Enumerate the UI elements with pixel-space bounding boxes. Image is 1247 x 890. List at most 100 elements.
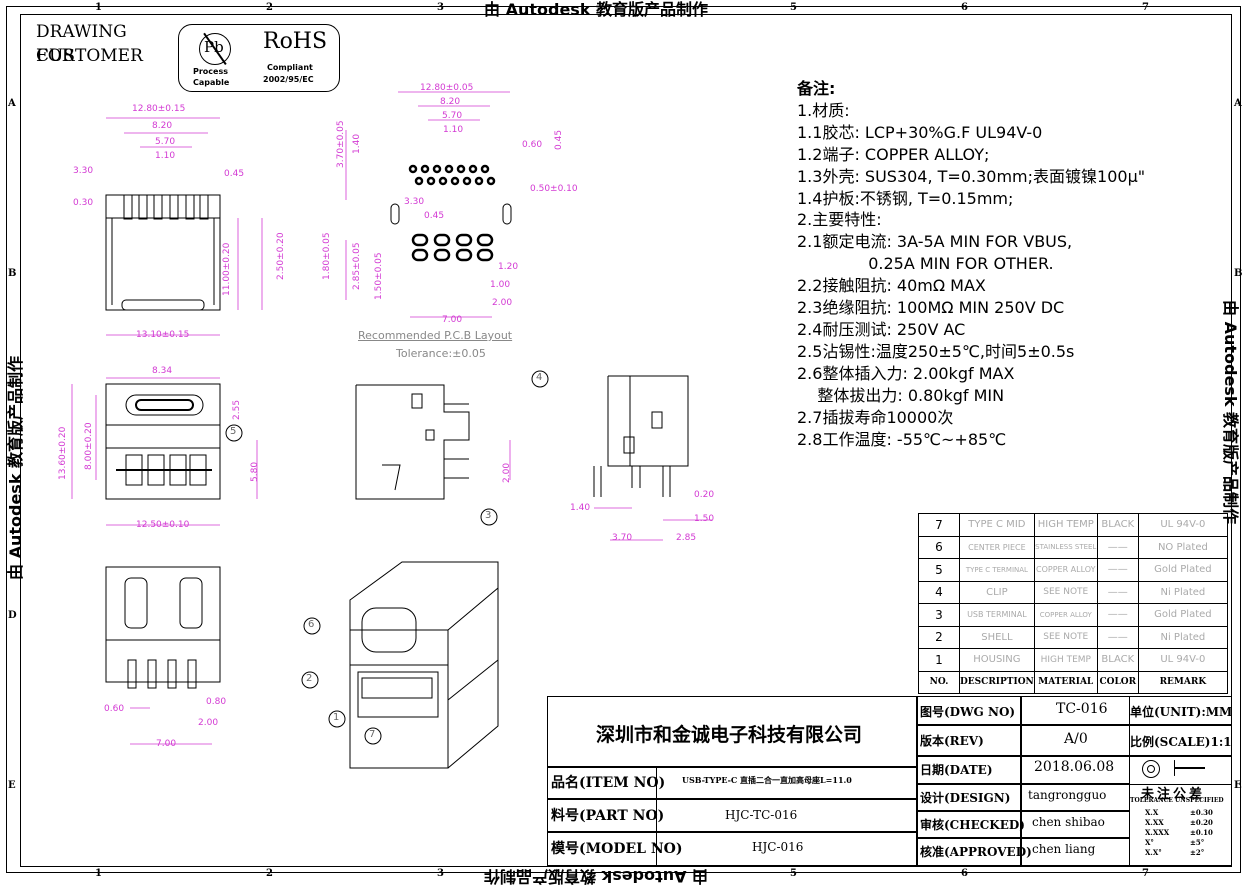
- bom-table: 7 TYPE C MID HIGH TEMP BLACK UL 94V-0 6 …: [918, 513, 1229, 694]
- tol-key: X.XXX: [1145, 828, 1170, 837]
- dim-pcb-5: 0.60: [522, 140, 543, 150]
- approved-label: 核准(APPROVED): [920, 845, 1032, 859]
- zone-number-1-bottom: 1: [95, 868, 102, 879]
- dim-pcb-12: 1.80±0.05: [322, 232, 332, 280]
- bom-color: BLACK: [1096, 513, 1139, 537]
- dim-pcb-16: 1.00: [490, 280, 511, 290]
- tol-val: ±5°: [1190, 838, 1205, 847]
- dim-top-4: 1.10: [155, 151, 176, 161]
- note-line: 1.材质:: [797, 100, 850, 120]
- dim-pcb-17: 2.00: [492, 298, 513, 308]
- bom-remark: Ni Plated: [1137, 625, 1229, 649]
- zone-number-3: 3: [437, 2, 444, 13]
- note-line: 1.4护板:不锈钢, T=0.15mm;: [797, 188, 1014, 208]
- rev-value: A/0: [1064, 731, 1088, 747]
- bom-desc: CENTER PIECE: [959, 535, 1035, 559]
- bom-row: 2 SHELL SEE NOTE —— Ni Plated: [918, 625, 1229, 649]
- dim-top-9: 2.50±0.20: [276, 232, 286, 280]
- zone-letter-b: B: [8, 268, 17, 279]
- drawing-for-customer: DRAWING FOR CUSTOMER: [28, 18, 160, 70]
- dim-pcb-1: 12.80±0.05: [420, 83, 474, 93]
- outer-frame: [6, 6, 1241, 873]
- dim-bottom-1: 0.60: [104, 704, 125, 714]
- scale-label: 比例(SCALE)1:1: [1130, 735, 1232, 749]
- front-view-outline: [105, 383, 221, 500]
- projection-symbol-icon: [1142, 760, 1160, 778]
- zone-number-2-bottom: 2: [266, 868, 273, 879]
- pb-process: Process: [193, 67, 228, 76]
- date-label: 日期(DATE): [920, 763, 993, 777]
- note-line: 2.主要特性:: [797, 210, 882, 230]
- tol-key: X.X: [1145, 808, 1159, 817]
- tol-val: ±0.20: [1190, 818, 1213, 827]
- part-value: HJC-TC-016: [725, 808, 798, 822]
- dim-top-1: 12.80±0.15: [132, 104, 186, 114]
- zone-number-7: 7: [1142, 2, 1149, 13]
- dim-front-6: 12.50±0.10: [136, 520, 190, 530]
- balloon-5: 5: [230, 426, 237, 437]
- bom-row: 7 TYPE C MID HIGH TEMP BLACK UL 94V-0: [918, 513, 1229, 537]
- note-line: 2.7插拔寿命10000次: [797, 407, 954, 427]
- bom-mat: SEE NOTE: [1033, 625, 1098, 649]
- rohs-badge: Pb Process Capable RoHS Compliant 2002/9…: [178, 24, 340, 92]
- bom-header-desc: DESCRIPTION: [959, 670, 1035, 694]
- bom-mat: COPPER ALLOY: [1033, 558, 1098, 582]
- tolerance-title: 未注公差: [1141, 787, 1206, 802]
- bom-row: 4 CLIP SEE NOTE —— Ni Plated: [918, 580, 1229, 604]
- dim-side-5: 0.20: [694, 490, 715, 500]
- dim-side-4: 2.85: [676, 533, 697, 543]
- zone-number-6-bottom: 6: [961, 868, 968, 879]
- dim-pcb-10: 3.30: [404, 197, 425, 207]
- dim-pcb-6: 0.45: [554, 129, 564, 150]
- approved-value: chen liang: [1032, 842, 1096, 856]
- bom-desc: TYPE C TERMINAL: [959, 558, 1035, 582]
- bom-remark: Gold Plated: [1137, 558, 1229, 582]
- bom-color: ——: [1096, 580, 1139, 604]
- right-side-view-outline: [593, 375, 689, 497]
- right-label-col: [916, 696, 1022, 866]
- dim-front-5: 5.80: [250, 461, 260, 482]
- note-line: 2.2接触阻抗: 40mΩ MAX: [797, 276, 986, 296]
- header-line2: CUSTOMER: [36, 46, 143, 66]
- zone-number-5-bottom: 5: [790, 868, 797, 879]
- part-label: 料号(PART NO): [551, 808, 665, 824]
- dim-pcb-7: 3.70±0.05: [336, 120, 346, 168]
- bom-remark: Gold Plated: [1137, 603, 1229, 627]
- bom-no: 2: [918, 625, 960, 649]
- balloon-6: 6: [308, 619, 315, 630]
- bom-mat: COPPER ALLOY: [1033, 603, 1098, 627]
- note-line: 2.6整体插入力: 2.00kgf MAX: [797, 363, 1015, 383]
- bom-no: 7: [918, 513, 960, 537]
- note-line: 1.3外壳: SUS304, T=0.30mm;表面镀镍100μ": [797, 166, 1146, 186]
- bom-header: NO. DESCRIPTION MATERIAL COLOR REMARK: [918, 670, 1229, 694]
- company-name: 深圳市和金诚电子科技有限公司: [596, 724, 863, 746]
- dim-pcb-13: 2.85±0.05: [352, 242, 362, 290]
- tol-key: X°: [1145, 838, 1154, 847]
- bom-mat: SEE NOTE: [1033, 580, 1098, 604]
- model-label: 模号(MODEL NO): [551, 841, 683, 857]
- dim-side-6: 1.50: [694, 514, 715, 524]
- dim-pcb-2: 8.20: [440, 97, 461, 107]
- bom-header-mat: MATERIAL: [1033, 670, 1098, 694]
- zone-number-7-bottom: 7: [1142, 868, 1149, 879]
- note-line: 2.8工作温度: -55℃~+85℃: [797, 429, 1007, 449]
- bom-header-no: NO.: [918, 670, 960, 694]
- zone-number-3-bottom: 3: [437, 868, 444, 879]
- rohs-directive: 2002/95/EC: [263, 75, 314, 84]
- note-line: 2.3绝缘阻抗: 100MΩ MIN 250V DC: [797, 298, 1065, 318]
- dim-pcb-8: 1.40: [352, 133, 362, 154]
- note-line: 0.25A MIN FOR OTHER.: [797, 254, 1054, 274]
- dim-pcb-4: 1.10: [443, 125, 464, 135]
- zone-letter-a-right: A: [1234, 98, 1242, 109]
- dim-front-3: 13.60±0.20: [58, 426, 68, 480]
- dim-side-1: 2.00: [502, 462, 512, 483]
- dim-top-2: 8.20: [152, 121, 173, 131]
- notes-block: 备注: 1.材质: 1.1胶芯: LCP+30%G.F UL94V-0 1.2端…: [797, 78, 1145, 450]
- checked-value: chen shibao: [1032, 815, 1105, 829]
- dwg-label: 图号(DWG NO): [920, 705, 1016, 719]
- zone-number-5: 5: [790, 2, 797, 13]
- bom-desc: CLIP: [959, 580, 1035, 604]
- side-view-outline: [355, 384, 470, 500]
- note-line: 1.2端子: COPPER ALLOY;: [797, 144, 990, 164]
